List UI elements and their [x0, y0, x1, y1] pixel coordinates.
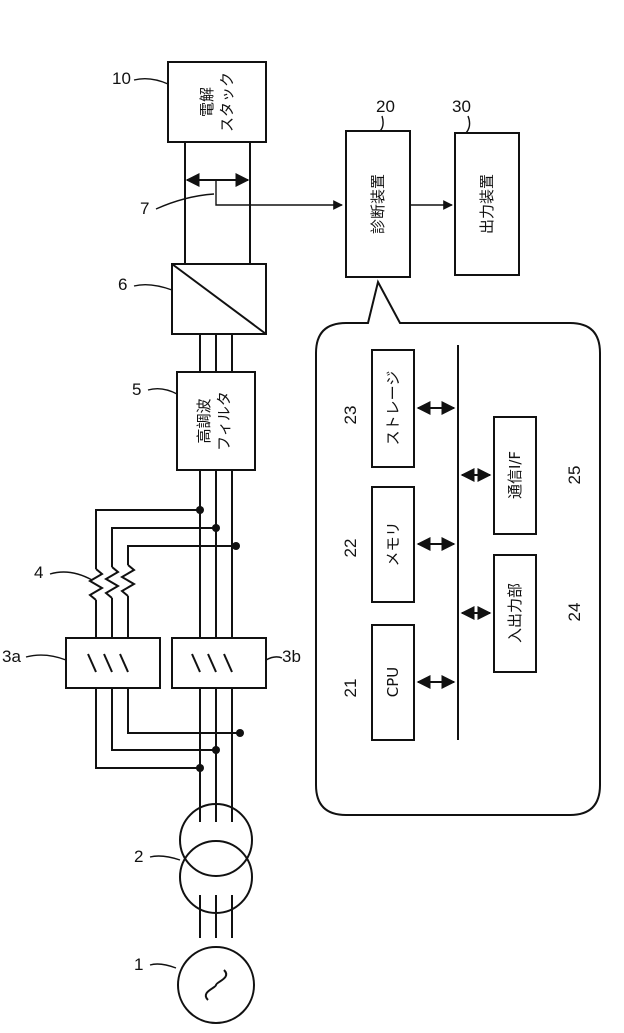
- storage-label: ストレージ: [384, 371, 402, 446]
- label-6: 6: [118, 275, 127, 294]
- harmonic-filter-label-2: フィルタ: [215, 391, 233, 451]
- label-1: 1: [134, 955, 143, 974]
- switch-3a: [66, 638, 160, 688]
- switch-3b: [172, 638, 266, 688]
- label-5: 5: [132, 380, 141, 399]
- label-24: 24: [565, 603, 584, 622]
- label-25: 25: [565, 466, 584, 485]
- diagnosis-device-label: 診断装置: [369, 174, 387, 234]
- electrolysis-stack-box: [168, 62, 266, 142]
- label-4: 4: [34, 563, 43, 582]
- cpu-label: CPU: [384, 667, 402, 698]
- label-7: 7: [140, 199, 149, 218]
- ac-source: [178, 947, 254, 1023]
- power-lines: [185, 142, 250, 938]
- label-3a: 3a: [2, 647, 21, 666]
- sensor-signal-line: [216, 180, 342, 205]
- converter: [172, 264, 266, 334]
- stack-label-1: 電解: [198, 87, 216, 117]
- memory-label: メモリ: [384, 521, 402, 566]
- comm-if-label: 通信I/F: [506, 451, 524, 499]
- label-22: 22: [341, 539, 360, 558]
- label-21: 21: [341, 679, 360, 698]
- label-20: 20: [376, 97, 395, 116]
- label-23: 23: [341, 406, 360, 425]
- label-10: 10: [112, 69, 131, 88]
- stack-label-2: スタック: [218, 72, 236, 132]
- io-label: 入出力部: [506, 583, 524, 643]
- label-2: 2: [134, 847, 143, 866]
- harmonic-filter-label-1: 高調波: [195, 398, 213, 443]
- label-3b: 3b: [282, 647, 301, 666]
- label-30: 30: [452, 97, 471, 116]
- output-device-label: 出力装置: [478, 174, 496, 234]
